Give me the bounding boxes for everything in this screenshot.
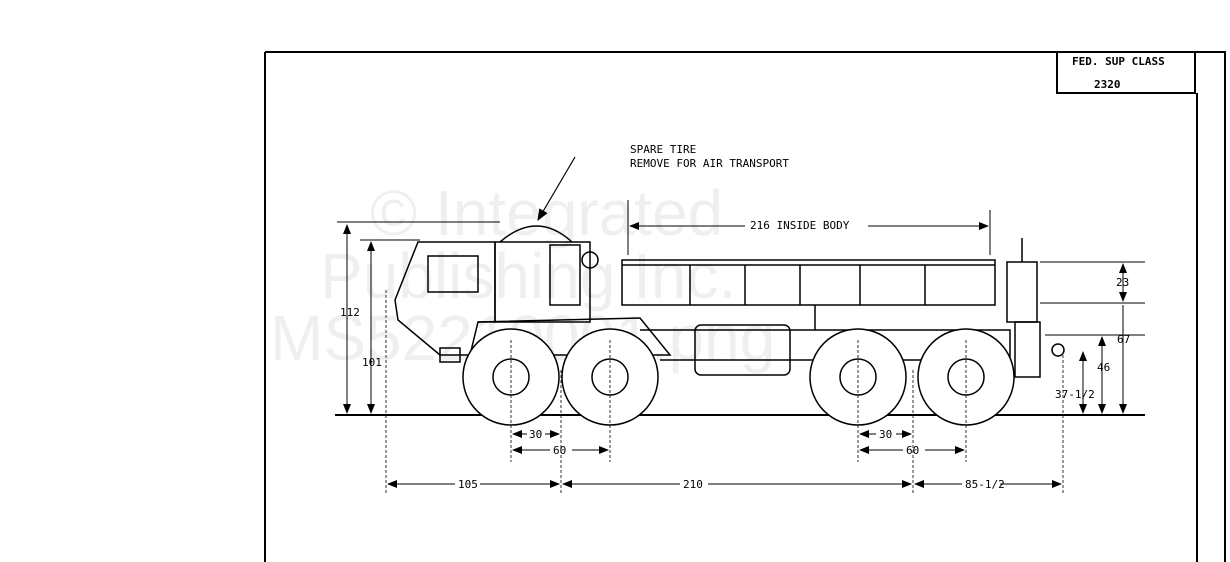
svg-text:105: 105: [458, 478, 478, 491]
svg-text:60: 60: [553, 444, 566, 457]
watermark: © Integrated Publishing Inc. MS52210001.…: [270, 177, 775, 374]
class-value: 2320: [1094, 78, 1121, 91]
svg-text:85-1/2: 85-1/2: [965, 478, 1005, 491]
svg-text:Publishing Inc.: Publishing Inc.: [320, 240, 736, 312]
dimension-lines: [337, 200, 1145, 488]
svg-text:46: 46: [1097, 361, 1110, 374]
svg-text:23: 23: [1116, 276, 1129, 289]
svg-text:112: 112: [340, 306, 360, 319]
class-label: FED. SUP CLASS: [1072, 55, 1165, 68]
truck: [335, 225, 1145, 495]
svg-text:210: 210: [683, 478, 703, 491]
svg-text:30: 30: [879, 428, 892, 441]
svg-text:216 INSIDE BODY: 216 INSIDE BODY: [750, 219, 850, 232]
svg-text:© Integrated: © Integrated: [370, 177, 723, 249]
sheet-frame: [264, 51, 1226, 562]
svg-text:60: 60: [906, 444, 919, 457]
svg-text:67: 67: [1117, 333, 1130, 346]
svg-text:30: 30: [529, 428, 542, 441]
callout-line1: SPARE TIRE: [630, 143, 696, 156]
callout-line2: REMOVE FOR AIR TRANSPORT: [630, 157, 789, 170]
svg-text:37-1/2: 37-1/2: [1055, 388, 1095, 401]
dimension-labels: 216 INSIDE BODY 112 101 23 67 46 37-1/2 …: [340, 219, 1130, 491]
svg-text:101: 101: [362, 356, 382, 369]
